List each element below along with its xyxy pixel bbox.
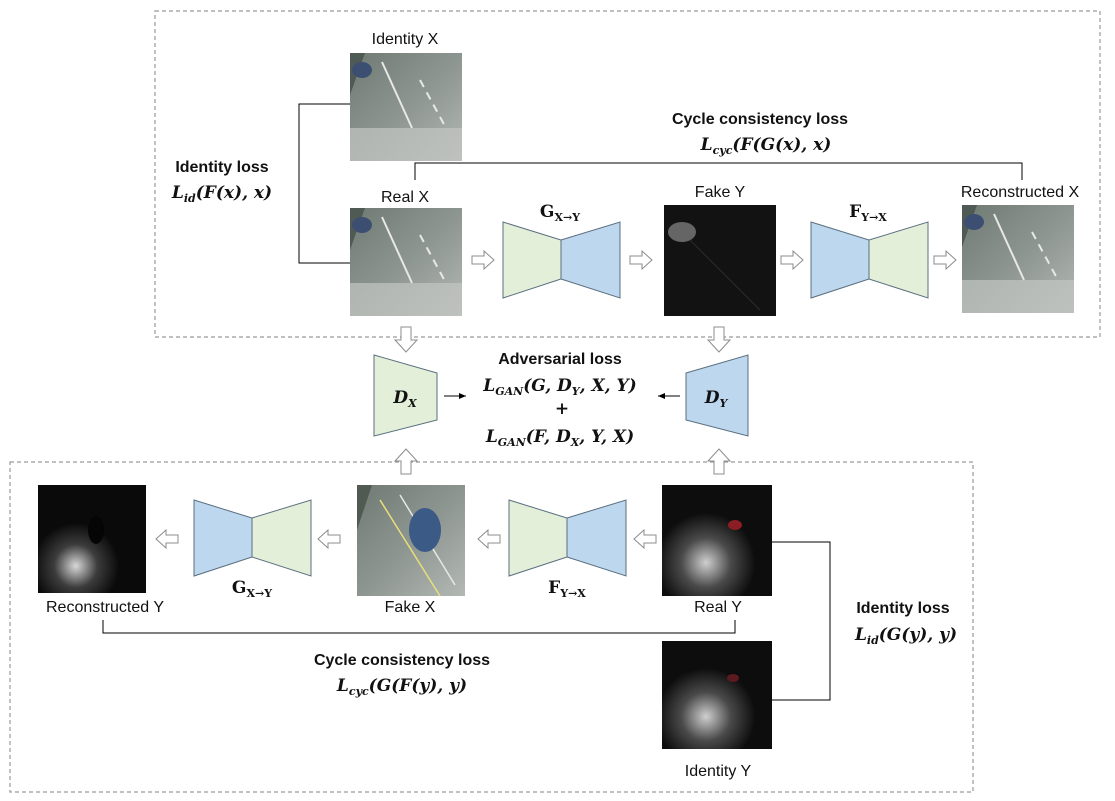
reconstructed-y-image xyxy=(38,485,146,593)
identity-y-label: Identity Y xyxy=(685,763,752,780)
arrow-fakey-to-f xyxy=(780,249,804,271)
top-panel xyxy=(154,10,1101,338)
adversarial-formula-line2: LGAN(F, DX, Y, X) xyxy=(485,427,634,449)
generator-g-top xyxy=(502,221,621,299)
arrow-fakex-to-dx xyxy=(393,448,419,475)
cycle-loss-formula-bottom: Lcyc(G(F(y), y) xyxy=(336,676,467,698)
identity-loss-formula-top: Lid(F(x), x) xyxy=(171,183,272,205)
adversarial-loss-title: Adversarial loss xyxy=(498,351,622,368)
gen-f-label-bottom: FY→X xyxy=(548,578,586,600)
real-y-image xyxy=(662,485,772,596)
gen-f-label-top: FY→X xyxy=(849,202,887,224)
arrow-g-to-recony xyxy=(155,528,179,550)
discriminator-dx xyxy=(373,354,438,437)
identity-loss-formula-bottom: Lid(G(y), y) xyxy=(854,625,957,647)
real-y-label: Real Y xyxy=(694,599,742,616)
generator-f-bottom xyxy=(508,499,627,577)
bottom-panel xyxy=(9,461,974,793)
arrow-fakex-to-g xyxy=(317,528,341,550)
cycle-loss-bracket-bottom xyxy=(102,620,736,634)
fake-x-label: Fake X xyxy=(385,599,436,616)
arrow-realx-to-dx xyxy=(393,326,419,353)
arrow-g-to-fakey xyxy=(629,249,653,271)
identity-loss-bracket-top xyxy=(298,103,350,264)
arrow-fakey-to-dy xyxy=(706,326,732,353)
real-x-image xyxy=(350,208,462,316)
arrow-realy-to-dy xyxy=(706,448,732,475)
gen-g-label-bottom: GX→Y xyxy=(232,578,272,600)
disc-dy-label: DY xyxy=(704,388,729,410)
generator-f-top xyxy=(810,221,929,299)
identity-loss-bracket-bottom xyxy=(772,541,831,701)
cycle-loss-title-bottom: Cycle consistency loss xyxy=(314,652,490,669)
identity-y-image xyxy=(662,641,772,749)
arrow-realx-to-g xyxy=(471,249,495,271)
cycle-loss-bracket-top xyxy=(414,162,1023,180)
arrow-f-to-fakex xyxy=(477,528,501,550)
gen-g-label-top: GX→Y xyxy=(540,202,580,224)
arrow-f-to-reconx xyxy=(933,249,957,271)
cycle-loss-formula-top: Lcyc(F(G(x), x) xyxy=(700,135,832,157)
reconstructed-x-image xyxy=(962,205,1074,313)
real-x-label: Real X xyxy=(381,189,429,206)
fake-x-image xyxy=(357,485,465,597)
adversarial-formula-line1: LGAN(G, DY, X, Y) xyxy=(482,376,636,398)
reconstructed-y-label: Reconstructed Y xyxy=(46,599,164,616)
cycle-loss-title-top: Cycle consistency loss xyxy=(672,111,848,128)
reconstructed-x-label: Reconstructed X xyxy=(961,184,1080,201)
identity-x-image xyxy=(350,53,462,161)
identity-loss-title-bottom: Identity loss xyxy=(856,600,949,617)
disc-dx-label: DX xyxy=(392,388,417,410)
generator-g-bottom xyxy=(193,499,312,577)
adversarial-plus: + xyxy=(555,399,569,419)
identity-loss-title-top: Identity loss xyxy=(175,159,268,176)
fake-y-image xyxy=(664,205,776,316)
identity-x-label: Identity X xyxy=(372,31,439,48)
discriminator-dy xyxy=(685,354,749,437)
arrow-realy-to-f xyxy=(633,528,657,550)
fake-y-label: Fake Y xyxy=(695,184,746,201)
